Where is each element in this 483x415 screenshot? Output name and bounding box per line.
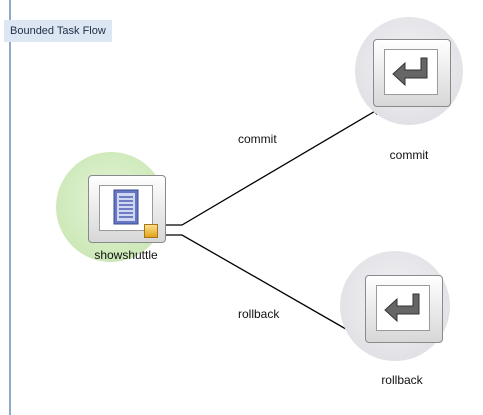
node-rollback[interactable]: rollback bbox=[340, 251, 462, 387]
node-showshuttle[interactable]: showshuttle bbox=[56, 150, 186, 280]
icon-frame bbox=[384, 49, 438, 95]
node-label-commit: commit bbox=[389, 148, 429, 162]
edge-label-rollback[interactable]: rollback bbox=[238, 307, 280, 321]
return-icon-box[interactable] bbox=[365, 275, 443, 343]
view-activity-icon-box[interactable] bbox=[88, 175, 166, 243]
icon-frame bbox=[376, 285, 430, 331]
node-commit[interactable]: commit bbox=[355, 17, 477, 162]
edge-label-commit[interactable]: commit bbox=[238, 132, 277, 146]
return-arrow-icon bbox=[392, 57, 428, 87]
edge-rollback[interactable] bbox=[165, 234, 366, 341]
icon-frame bbox=[99, 185, 153, 231]
document-page-icon bbox=[113, 189, 139, 225]
node-label-showshuttle: showshuttle bbox=[94, 248, 158, 262]
default-activity-icon bbox=[144, 224, 158, 238]
task-flow-title: Bounded Task Flow bbox=[4, 20, 112, 42]
edge-commit[interactable] bbox=[165, 106, 383, 226]
canvas-left-border bbox=[9, 0, 11, 415]
node-label-rollback: rollback bbox=[381, 373, 423, 387]
return-arrow-icon bbox=[384, 293, 420, 323]
return-icon-box[interactable] bbox=[373, 39, 451, 107]
